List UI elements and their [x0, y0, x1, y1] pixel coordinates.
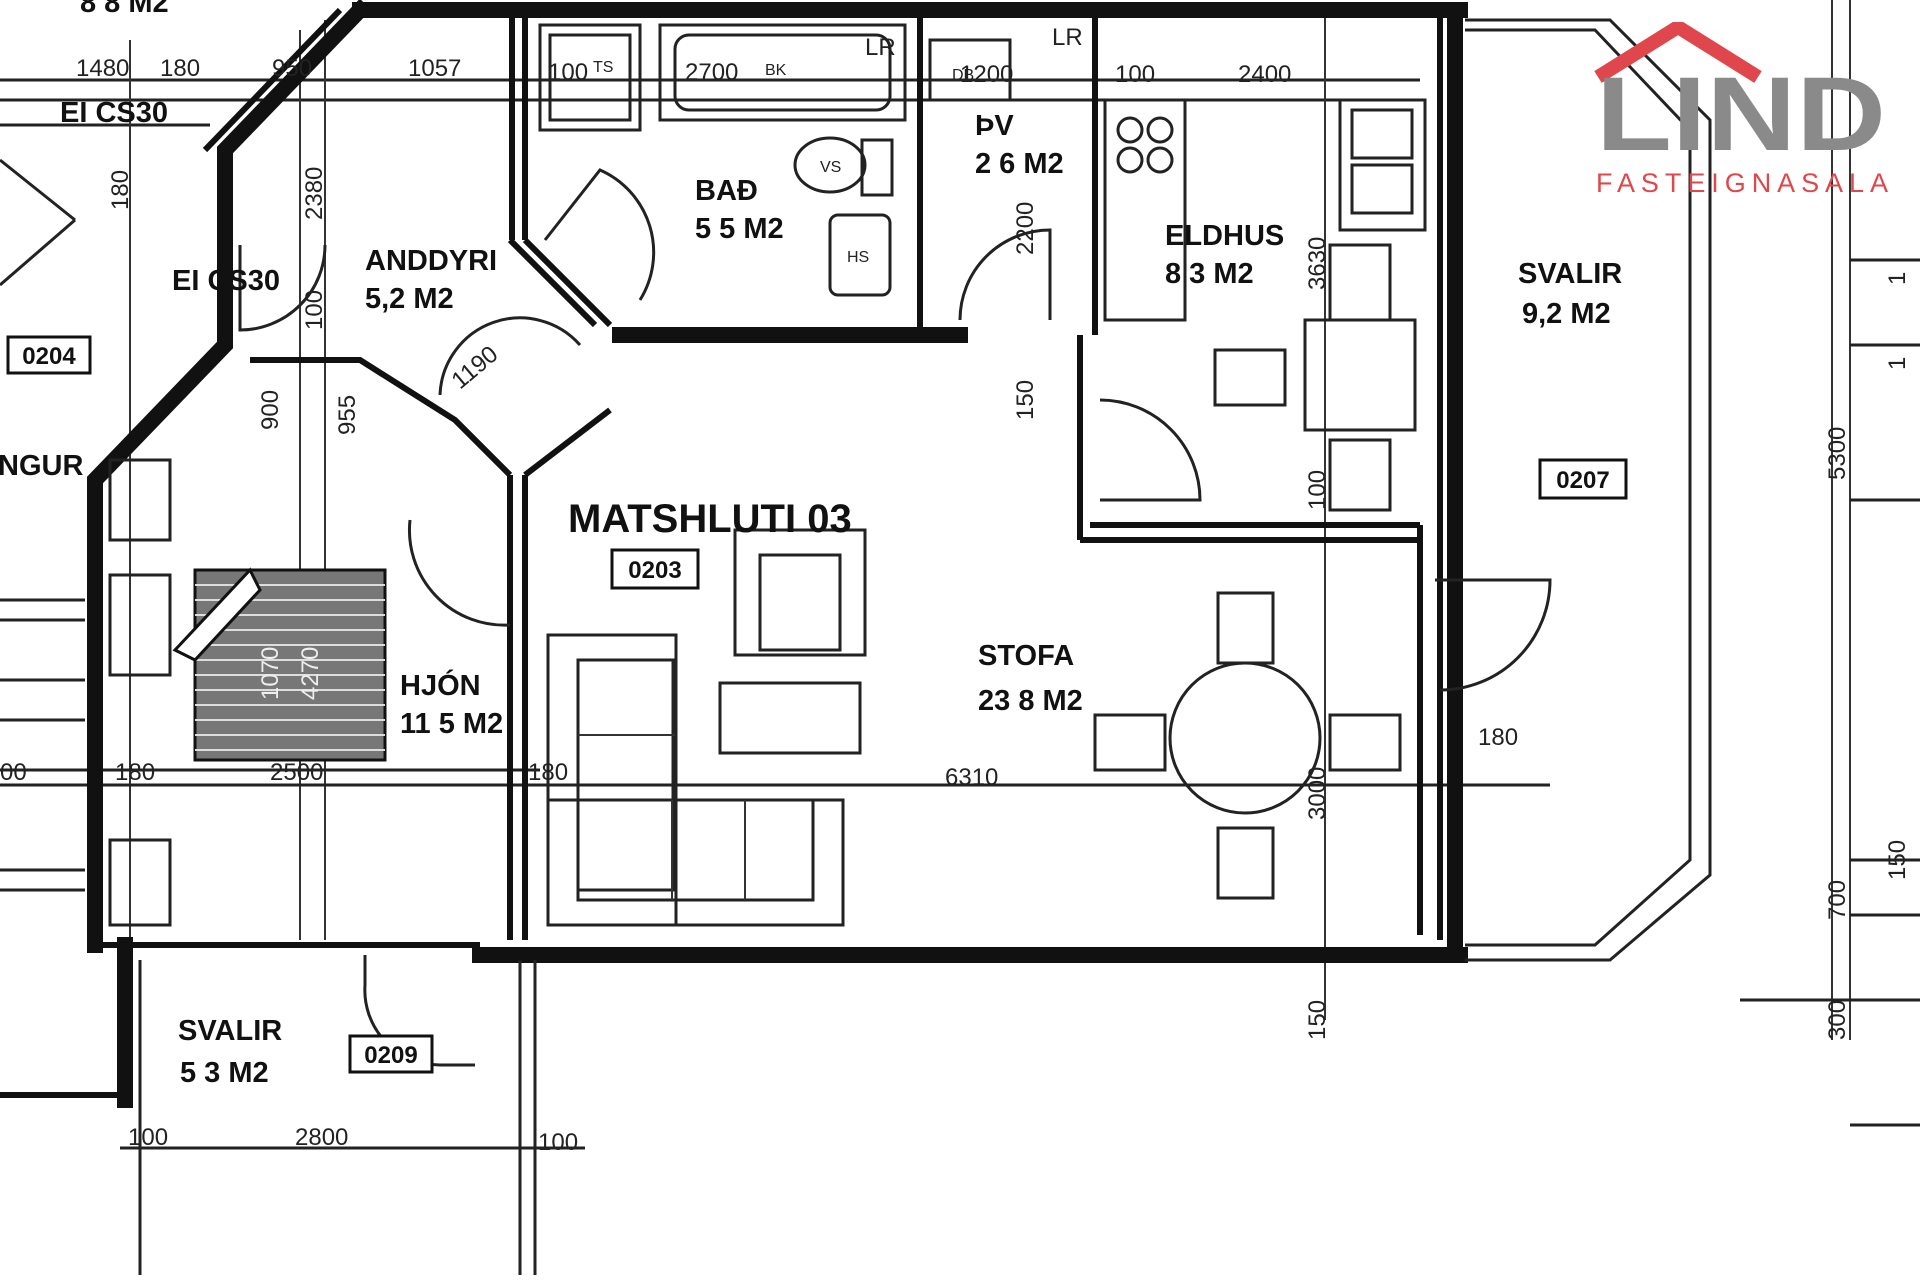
- dim-150-bottom: 150: [1304, 1000, 1331, 1040]
- fire-rating-label-2: EI CS30: [172, 265, 280, 297]
- lind-logo: LIND FASTEIGNASALA: [1594, 22, 1888, 198]
- dim-2200: 2200: [1012, 202, 1039, 255]
- fixture-lr-thv: LR: [1052, 24, 1083, 51]
- fixture-bk: BK: [765, 62, 787, 79]
- dim-100-bottom: 100: [128, 1124, 168, 1151]
- unit-code-0203: 0203: [628, 557, 681, 584]
- dim-1-right-edge-a: 1: [1884, 272, 1911, 285]
- dimension-lines: [0, 0, 1920, 1150]
- dim-1070: 1070: [257, 647, 284, 700]
- dim-4270: 4270: [297, 647, 324, 700]
- dim-1057: 1057: [408, 55, 461, 82]
- fixture-ts: TS: [593, 59, 613, 76]
- dim-100-bottom-2: 100: [538, 1129, 578, 1156]
- dim-2800: 2800: [295, 1124, 348, 1151]
- logo-tagline: FASTEIGNASALA: [1596, 168, 1888, 198]
- room-thv-area: 2 6 M2: [975, 148, 1064, 180]
- walls: [0, 0, 1712, 1275]
- room-labels: MATSHLUTI 03 ANDDYRI 5,2 M2 BAÐ 5 5 M2 Þ…: [0, 0, 1622, 1089]
- room-svalir-right-name: SVALIR: [1518, 258, 1622, 290]
- dim-955: 955: [334, 395, 361, 435]
- dim-3630: 3630: [1304, 237, 1331, 290]
- room-bad-name: BAÐ: [695, 175, 758, 207]
- dim-6310: 6310: [945, 764, 998, 791]
- unit-code-0204: 0204: [22, 343, 76, 370]
- dim-150: 150: [1012, 380, 1039, 420]
- dim-100-top-2: 100: [1115, 61, 1155, 88]
- dim-2380: 2380: [301, 167, 328, 220]
- fixture-labels: LR LR BK VS HS TS DB: [593, 24, 1083, 266]
- dim-2700: 2700: [685, 59, 738, 86]
- unit-code-0207: 0207: [1556, 467, 1609, 494]
- dim-300: 300: [1824, 1000, 1851, 1040]
- room-eldhus-name: ELDHUS: [1165, 220, 1284, 252]
- dim-2400: 2400: [1238, 61, 1291, 88]
- dim-1480: 1480: [76, 55, 129, 82]
- room-anddyri-name: ANDDYRI: [365, 245, 497, 277]
- fixture-hs: HS: [847, 249, 869, 266]
- fixture-vs: VS: [820, 159, 841, 176]
- room-hjon-area: 11 5 M2: [400, 708, 503, 740]
- dim-700: 700: [1824, 880, 1851, 920]
- fixture-db: DB: [952, 67, 974, 84]
- dim-1-right-edge-b: 1: [1884, 357, 1911, 370]
- room-svalir-bottom-name: SVALIR: [178, 1015, 282, 1047]
- furniture: [108, 23, 1427, 927]
- dim-180-left: 180: [115, 759, 155, 786]
- room-bad-area: 5 5 M2: [695, 213, 784, 245]
- plan-title: MATSHLUTI 03: [568, 497, 852, 541]
- room-top-left-area: 8 8 M2: [80, 0, 169, 19]
- room-anddyri-area: 5,2 M2: [365, 283, 454, 315]
- dim-5300: 5300: [1824, 427, 1851, 480]
- room-stofa-name: STOFA: [978, 640, 1074, 672]
- dim-00: 00: [0, 759, 27, 786]
- room-gangur-label: NGUR: [0, 450, 83, 482]
- dim-180-right: 180: [1478, 724, 1518, 751]
- door-swings: [238, 168, 1552, 1067]
- unit-code-0209: 0209: [364, 1042, 417, 1069]
- fire-rating-label-1: EI CS30: [60, 97, 168, 129]
- room-hjon-name: HJÓN: [400, 668, 481, 702]
- dim-950: 950: [272, 55, 312, 82]
- room-svalir-bottom-area: 5 3 M2: [180, 1057, 269, 1089]
- dim-150-right-edge: 150: [1884, 840, 1911, 880]
- dim-180-vertical: 180: [107, 170, 134, 210]
- dimension-labels: 1480 180 950 1057 100 2700 1200 100 2400…: [0, 55, 1911, 1156]
- dim-180-mid: 180: [528, 759, 568, 786]
- dim-180-top: 180: [160, 55, 200, 82]
- room-thv-name: ÞV: [975, 110, 1014, 142]
- dim-900: 900: [257, 390, 284, 430]
- room-stofa-area: 23 8 M2: [978, 685, 1083, 717]
- logo-name: LIND: [1596, 56, 1886, 173]
- dim-100-eldhus: 100: [1304, 470, 1331, 510]
- dim-100-top: 100: [548, 59, 588, 86]
- room-svalir-right-area: 9,2 M2: [1522, 298, 1611, 330]
- fixture-lr-bath: LR: [865, 34, 896, 61]
- dim-1200: 1200: [960, 61, 1013, 88]
- room-eldhus-area: 8 3 M2: [1165, 258, 1254, 290]
- dim-3000: 3000: [1304, 767, 1331, 820]
- dim-2500: 2500: [270, 759, 323, 786]
- dim-100-vertical: 100: [301, 290, 328, 330]
- roof-icon: [1594, 22, 1762, 83]
- unit-codes: 0203 0204 0207 0209: [6, 335, 1628, 1074]
